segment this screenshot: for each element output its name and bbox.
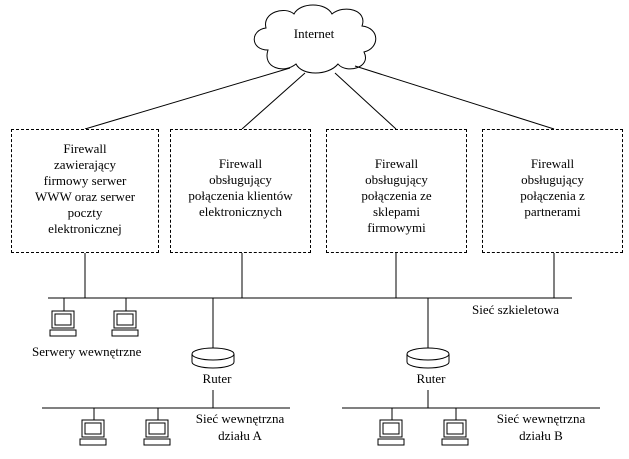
firewall-1-text: Firewall xyxy=(63,141,107,156)
firewall-4-text: Firewall xyxy=(530,156,575,171)
router-icon xyxy=(191,347,235,369)
link-internet-firewall-1 xyxy=(84,67,291,130)
firewall-3-text: sklepami xyxy=(373,204,420,219)
dept-b-label-line2: działu B xyxy=(519,428,563,443)
firewall-3-text: połączenia ze xyxy=(361,188,432,203)
firewall-4-text: partnerami xyxy=(524,204,581,219)
firewall-1-text: firmowy serwer xyxy=(43,173,127,188)
firewall-box-2: Firewall obsługujący połączenia klientów… xyxy=(170,129,311,253)
firewall-4-text: połączenia z xyxy=(520,188,585,203)
firewall-2-text: obsługujący xyxy=(209,172,272,187)
router-2-label: Ruter xyxy=(417,371,447,386)
link-internet-firewall-3 xyxy=(334,72,397,130)
firewall-3-text: Firewall xyxy=(374,156,419,171)
dept-a-label-line2: działu A xyxy=(218,428,262,443)
firewall-3-text: firmowymi xyxy=(367,220,426,235)
router-1-label: Ruter xyxy=(203,371,233,386)
firewall-box-1: Firewall zawierający firmowy serwer WWW … xyxy=(11,129,159,253)
computer-icon xyxy=(441,419,469,446)
firewall-2-text: elektronicznych xyxy=(198,204,282,219)
link-internet-firewall-4 xyxy=(354,65,555,130)
computer-icon xyxy=(143,419,171,446)
firewall-3-text: obsługujący xyxy=(365,172,428,187)
firewall-box-4: Firewall obsługujący połączenia z partne… xyxy=(482,129,623,253)
firewall-1-text: poczty xyxy=(67,205,103,220)
router-icon xyxy=(406,347,450,369)
computer-icon xyxy=(111,310,139,337)
firewall-2-text: połączenia klientów xyxy=(188,188,293,203)
internet-links xyxy=(84,65,555,130)
computer-icon xyxy=(79,419,107,446)
firewall-1-text: WWW oraz serwer xyxy=(34,189,136,204)
dept-b-label-line1: Sieć wewnętrzna xyxy=(497,411,586,426)
link-internet-firewall-2 xyxy=(241,72,306,130)
firewall-1-text: zawierający xyxy=(53,157,117,172)
backbone-label: Sieć szkieletowa xyxy=(472,302,559,317)
dept-a-label-line1: Sieć wewnętrzna xyxy=(196,411,285,426)
firewall-box-3: Firewall obsługujący połączenia ze sklep… xyxy=(326,129,467,253)
computer-icon xyxy=(49,310,77,337)
firewall-2-text: Firewall xyxy=(218,156,263,171)
internet-cloud-icon xyxy=(253,4,377,74)
firewall-4-text: obsługujący xyxy=(521,172,584,187)
firewall-drops xyxy=(84,253,555,298)
firewall-1-text: elektronicznej xyxy=(48,221,122,236)
computer-icon xyxy=(377,419,405,446)
internal-servers-label: Serwery wewnętrzne xyxy=(32,344,142,359)
internet-label: Internet xyxy=(294,26,335,41)
